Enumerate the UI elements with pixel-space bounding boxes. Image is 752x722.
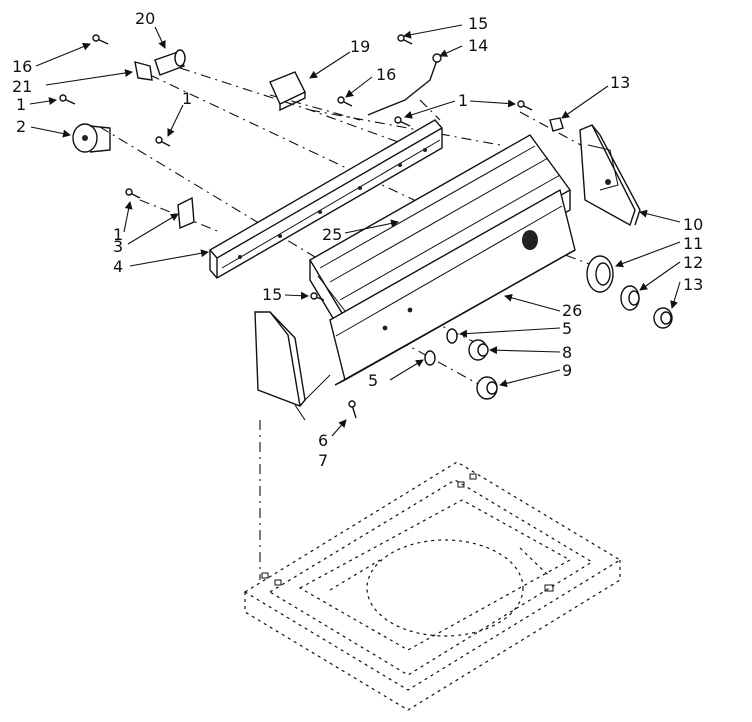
callout-20: 20 bbox=[135, 9, 155, 28]
callout-1-mid: 1 bbox=[182, 89, 192, 108]
callout-25: 25 bbox=[322, 225, 342, 244]
part-14-clip bbox=[549, 117, 564, 132]
part-19-switch bbox=[269, 71, 306, 112]
callout-16-lower: 15 bbox=[262, 285, 282, 304]
callout-3: 3 bbox=[113, 237, 123, 256]
callout-6: 6 bbox=[318, 431, 328, 450]
callout-21: 21 bbox=[12, 77, 32, 96]
part-9-knob bbox=[476, 376, 498, 400]
callout-5-left: 5 bbox=[368, 371, 378, 390]
part-8-knob bbox=[468, 339, 489, 361]
leader-lines bbox=[29, 24, 681, 437]
part-5-washer-lower bbox=[424, 350, 436, 366]
part-26-control-panel bbox=[329, 188, 576, 386]
part-21-clip bbox=[134, 61, 153, 81]
part-11-ring bbox=[586, 255, 614, 293]
part-20-capacitor bbox=[154, 49, 186, 76]
callout-12: 12 bbox=[683, 253, 703, 272]
part-25-console-panel bbox=[309, 134, 572, 341]
callout-10: 10 bbox=[683, 215, 703, 234]
cabinet-top bbox=[243, 461, 622, 711]
part-7-end-cap bbox=[254, 311, 331, 407]
part-5-washer-upper bbox=[446, 328, 458, 344]
callout-11: 11 bbox=[683, 234, 703, 253]
callout-1-right: 1 bbox=[458, 91, 468, 110]
callout-13: 13 bbox=[683, 275, 703, 294]
callout-1-lower: 1 bbox=[113, 225, 123, 244]
part-3-bracket bbox=[177, 196, 195, 230]
part-4-bracket bbox=[209, 119, 443, 279]
callout-1-top: 1 bbox=[16, 95, 26, 114]
callout-5-right: 5 bbox=[562, 319, 572, 338]
callout-9: 9 bbox=[562, 361, 572, 380]
callout-2: 2 bbox=[16, 117, 26, 136]
callout-16-top: 15 bbox=[468, 14, 488, 33]
callout-labels: 20 16 21 1 2 1 19 16 15 14 1 13 10 11 12… bbox=[12, 9, 703, 470]
part-15-wire bbox=[367, 59, 438, 116]
callout-4: 4 bbox=[113, 257, 123, 276]
part-12-knob bbox=[620, 285, 640, 311]
callout-7: 7 bbox=[318, 451, 328, 470]
hardware bbox=[59, 34, 673, 419]
callout-15: 14 bbox=[468, 36, 488, 55]
callout-14: 13 bbox=[610, 73, 630, 92]
part-10-end-cap bbox=[579, 124, 641, 227]
callout-17-mid: 16 bbox=[376, 65, 396, 84]
callout-8: 8 bbox=[562, 343, 572, 362]
callout-26: 26 bbox=[562, 301, 582, 320]
part-13-knob bbox=[653, 307, 673, 329]
part-2-timer bbox=[72, 123, 111, 153]
callout-19: 19 bbox=[350, 37, 370, 56]
callout-17-left: 16 bbox=[12, 57, 32, 76]
